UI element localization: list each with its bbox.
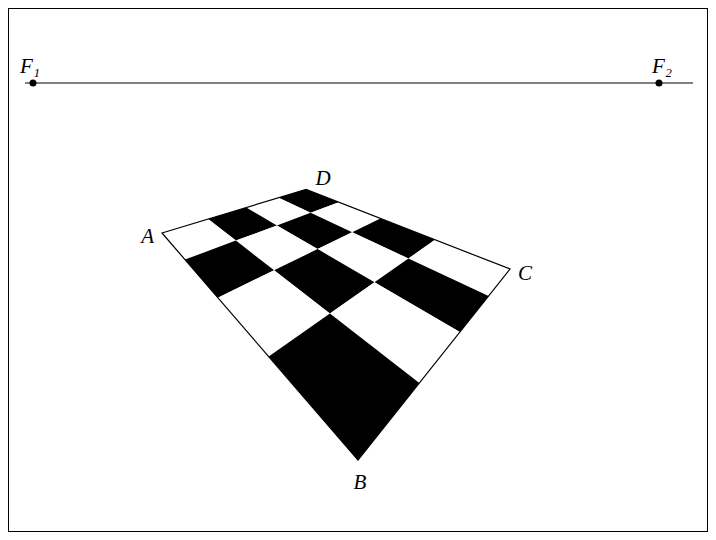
horizon-line (25, 82, 693, 83)
vanishing-point-label: F₂ (652, 56, 672, 77)
corner-label: C (518, 263, 532, 284)
corner-label: A (141, 226, 154, 247)
vanishing-point-label: F₁ (20, 56, 40, 77)
corner-label: B (354, 472, 367, 493)
board-square (269, 314, 420, 460)
checkerboard (162, 190, 510, 461)
board-outline (162, 190, 510, 461)
corner-label: D (315, 168, 330, 189)
vanishing-point (656, 80, 663, 87)
vanishing-point (30, 80, 37, 87)
frame (9, 9, 708, 532)
